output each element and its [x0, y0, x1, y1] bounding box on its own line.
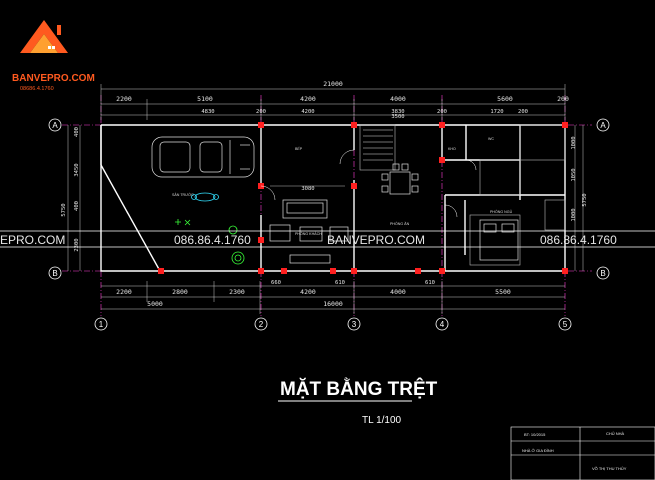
- dim-left-3: 2300: [74, 238, 80, 251]
- side-dimension-lines: [67, 125, 584, 271]
- watermark-band: EPRO.COM 086.86.4.1760 BANVEPRO.COM 086.…: [0, 230, 655, 248]
- dim-right-1: 1000: [571, 136, 577, 149]
- title-block-date: BT: 10/2015: [524, 432, 546, 437]
- room-label-storage: KHO: [448, 147, 456, 151]
- dim-right-2: 1050: [571, 168, 577, 181]
- top-dimension-lines: [100, 84, 566, 314]
- dim-left-1: 5750: [61, 203, 67, 216]
- dim-small-3: 610: [425, 280, 435, 286]
- dim-top-5: 5600: [497, 95, 513, 103]
- watermark-phone-right: 086.86.4.1760: [540, 233, 617, 247]
- axis-label-2: 2: [259, 320, 264, 329]
- door-swings: [260, 149, 477, 218]
- room-label-dining: PHÒNG ĂN: [390, 221, 410, 226]
- dim-top2-7: 200: [518, 109, 528, 115]
- motorbike-icon: [191, 192, 219, 202]
- dim-overall-bottom: 16000: [323, 300, 343, 308]
- car-icon: [151, 136, 255, 178]
- inner-partitions: [270, 124, 566, 266]
- room-label-living: PHÒNG KHÁCH: [295, 231, 322, 236]
- dim-inner-2: 3500: [391, 114, 404, 120]
- sofa-set-icon: [269, 199, 349, 264]
- axis-label-a-right: A: [600, 121, 606, 130]
- dim-small-2: 610: [335, 280, 345, 286]
- logo-phone-text: 08686.4.1760: [20, 86, 54, 92]
- axis-bubbles: [48, 118, 610, 331]
- dim-top-6: 200: [557, 95, 569, 103]
- logo-brand-text: BANVEPRO.COM: [12, 73, 95, 84]
- axis-label-1: 1: [99, 320, 104, 329]
- axis-label-b-left: B: [52, 269, 57, 278]
- axis-label-5: 5: [563, 320, 568, 329]
- walls: [100, 124, 566, 272]
- dim-top-1: 2200: [116, 95, 132, 103]
- dim-top2-3: 4200: [301, 109, 314, 115]
- dim-left-4: 400: [74, 127, 80, 137]
- dim-top-4: 4000: [390, 95, 406, 103]
- dim-top2-2: 200: [256, 109, 266, 115]
- title-block-owner-name: VÕ THỊ THU THỦY: [592, 466, 627, 471]
- dim-overall-top: 21000: [323, 80, 343, 88]
- dim-top2-1: 4830: [201, 109, 214, 115]
- dim-right-3: 5750: [582, 193, 588, 206]
- drawing-scale-text: TL 1/100: [362, 415, 402, 426]
- dim-bottom-5: 4000: [390, 288, 406, 296]
- dim-top2-4: 3830: [391, 109, 404, 115]
- title-block-project: NHÀ Ở GIA ĐÌNH: [522, 448, 554, 453]
- dim-left-5: 400: [74, 201, 80, 211]
- watermark-left: EPRO.COM: [0, 233, 65, 247]
- right-vertical-dims: 1000 1050 5750 1000: [571, 136, 588, 221]
- title-block-owner-label: CHỦ NHÀ: [606, 431, 625, 436]
- watermark-phone-center: 086.86.4.1760: [174, 233, 251, 247]
- axis-label-a-left: A: [52, 121, 58, 130]
- title-block: [510, 426, 655, 480]
- left-vertical-dims: 5750 3450 2300 400 400: [61, 127, 80, 252]
- dim-left-2: 3450: [74, 163, 80, 176]
- drawing-title: MẶT BẰNG TRỆT TL 1/100: [278, 378, 438, 426]
- room-labels: SÂN TRƯỚC PHÒNG KHÁCH PHÒNG ĂN PHÒNG NGỦ…: [172, 137, 513, 236]
- room-label-wc: WC: [488, 137, 494, 141]
- dining-table-icon: [381, 163, 419, 195]
- dim-top2-6: 1720: [490, 109, 503, 115]
- axis-label-4: 4: [440, 320, 445, 329]
- dim-bottom2-1: 5000: [147, 300, 163, 308]
- dim-bottom-2: 2800: [172, 288, 188, 296]
- dim-bottom-6: 5500: [495, 288, 511, 296]
- house-logo-icon: [20, 20, 68, 53]
- stairs-icon: [363, 129, 393, 161]
- dim-top-3: 4200: [300, 95, 316, 103]
- room-label-front-yard: SÂN TRƯỚC: [172, 192, 194, 197]
- drawing-title-text: MẶT BẰNG TRỆT: [280, 378, 438, 400]
- dim-small-1: 660: [271, 280, 281, 286]
- dim-bottom-3: 2300: [229, 288, 245, 296]
- dim-top-2: 5100: [197, 95, 213, 103]
- dim-top2-5: 200: [437, 109, 447, 115]
- dim-bottom-4: 4200: [300, 288, 316, 296]
- dim-inner-1: 3080: [301, 186, 314, 192]
- room-label-bedroom: PHÒNG NGỦ: [490, 209, 513, 214]
- logo: BANVEPRO.COM 08686.4.1760: [12, 20, 95, 92]
- axis-label-3: 3: [352, 320, 357, 329]
- axis-label-b-right: B: [600, 269, 605, 278]
- bed-icon: [479, 219, 519, 261]
- plant-icons: [175, 219, 245, 265]
- room-label-kitchen: BẾP: [295, 146, 303, 151]
- dim-bottom-1: 2200: [116, 288, 132, 296]
- dim-right-4: 1000: [571, 208, 577, 221]
- structural-columns: [158, 122, 568, 274]
- watermark-brand-center: BANVEPRO.COM: [327, 233, 425, 247]
